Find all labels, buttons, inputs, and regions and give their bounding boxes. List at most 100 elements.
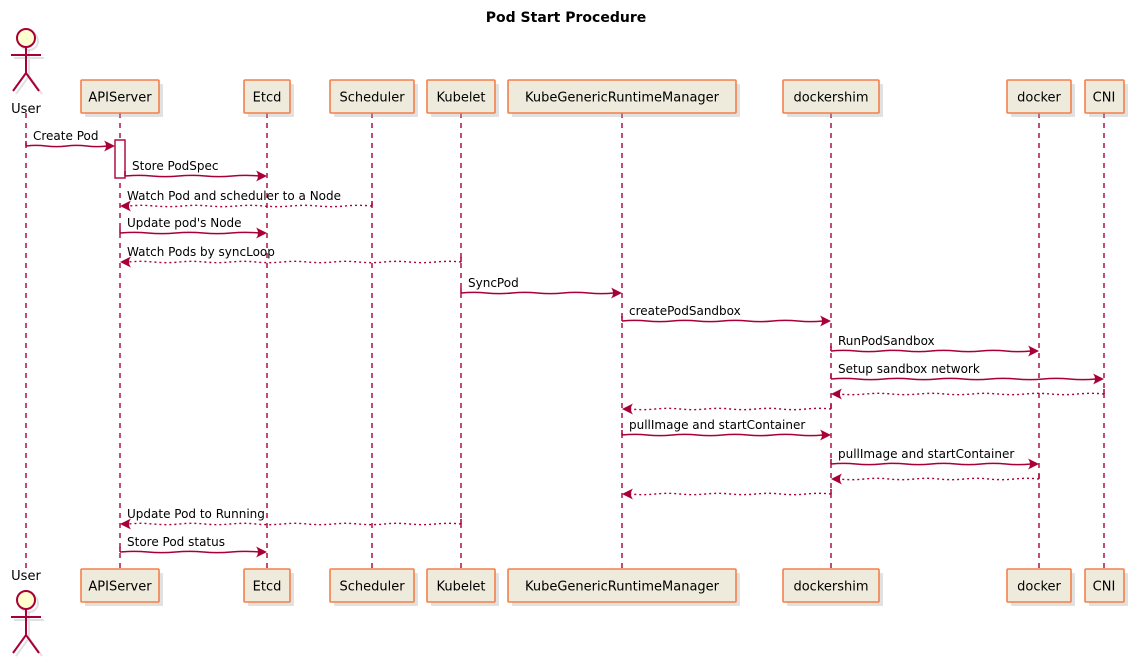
participant-docker-bottom[interactable]: docker — [1006, 568, 1075, 606]
message-line — [621, 433, 824, 437]
message-arrowhead — [104, 140, 115, 152]
participant-label-docker: docker — [1017, 580, 1061, 595]
message-label: SyncPod — [468, 276, 519, 290]
message-arrowhead — [611, 287, 622, 299]
actor-label-user: User — [11, 102, 41, 117]
message-label: Watch Pods by syncLoop — [127, 245, 275, 259]
participant-box — [782, 568, 880, 603]
participant-boxes-bottom: APIServer Etcd Scheduler Kubelet KubeGeneric… — [80, 568, 1128, 606]
message-1-user-to-apiserver[interactable]: Create Pod — [25, 129, 115, 152]
message-line — [460, 291, 615, 295]
participant-box — [80, 568, 160, 603]
message-line — [629, 407, 832, 411]
message-line — [830, 462, 1032, 466]
participant-box — [1084, 79, 1125, 114]
message-line — [127, 260, 462, 264]
message-label: createPodSandbox — [629, 304, 741, 318]
message-arrowhead — [1093, 373, 1104, 385]
participant-kubelet-top[interactable]: Kubelet — [426, 79, 499, 117]
message-label: RunPodSandbox — [838, 334, 935, 348]
message-9-dockershim-to-cni[interactable]: Setup sandbox network — [830, 362, 1104, 385]
participant-dockershim-top[interactable]: dockershim — [782, 79, 883, 117]
message-label: pullImage and startContainer — [629, 418, 805, 432]
participant-dockershim-bottom[interactable]: dockershim — [782, 568, 883, 606]
message-arrowhead — [256, 227, 267, 239]
message-arrowhead — [256, 170, 267, 182]
participant-apiserver-bottom[interactable]: APIServer — [80, 568, 163, 606]
participant-label-docker: docker — [1017, 91, 1061, 106]
message-arrowhead — [1028, 345, 1039, 357]
actor-body-icon — [11, 47, 41, 92]
message-line — [621, 319, 824, 323]
message-label: Create Pod — [33, 129, 98, 143]
participant-docker-top[interactable]: docker — [1006, 79, 1075, 117]
message-arrowhead — [831, 388, 842, 400]
participant-apiserver-top[interactable]: APIServer — [80, 79, 163, 117]
participant-kgrm-top[interactable]: KubeGenericRuntimeManager — [507, 79, 740, 117]
participant-label-dockershim: dockershim — [793, 91, 868, 106]
participant-box — [782, 79, 880, 114]
message-8-dockershim-to-docker[interactable]: RunPodSandbox — [830, 334, 1039, 357]
message-7-kgrm-to-dockershim[interactable]: createPodSandbox — [621, 304, 831, 327]
activation-bar-apiserver — [114, 139, 126, 179]
message-line — [838, 477, 1040, 481]
participant-label-dockershim: dockershim — [793, 580, 868, 595]
message-17-apiserver-to-etcd[interactable]: Store Pod status — [119, 535, 267, 558]
message-label: Store PodSpec — [132, 159, 219, 173]
message-label: Store Pod status — [127, 535, 225, 549]
message-arrowhead — [256, 546, 267, 558]
actor-user-bottom[interactable]: User — [11, 569, 44, 657]
message-12-kgrm-to-dockershim[interactable]: pullImage and startContainer — [621, 418, 831, 441]
actor-head-icon — [16, 590, 36, 610]
participant-kgrm-bottom[interactable]: KubeGenericRuntimeManager — [507, 568, 740, 606]
participant-label-cni: CNI — [1093, 91, 1116, 106]
message-15-dockershim-to-kgrm[interactable] — [622, 488, 832, 500]
message-arrowhead — [1028, 458, 1039, 470]
actor-user-top[interactable]: User — [11, 28, 44, 117]
participant-cni-top[interactable]: CNI — [1084, 79, 1128, 117]
participant-box — [329, 568, 415, 603]
message-4-apiserver-to-etcd[interactable]: Update pod's Node — [119, 216, 267, 239]
participant-box — [507, 568, 737, 603]
participant-box — [426, 79, 496, 114]
activations-group — [114, 139, 126, 179]
participant-box — [243, 568, 291, 603]
message-3-scheduler-to-apiserver[interactable]: Watch Pod and scheduler to a Node — [120, 189, 373, 212]
message-6-kubelet-to-kgrm[interactable]: SyncPod — [460, 276, 622, 299]
message-5-kubelet-to-apiserver[interactable]: Watch Pods by syncLoop — [120, 245, 462, 268]
participant-label-apiserver: APIServer — [88, 580, 152, 595]
participant-box — [80, 79, 160, 114]
message-line — [127, 522, 462, 526]
actor-label-user: User — [11, 569, 41, 584]
message-2-apiserver-to-etcd[interactable]: Store PodSpec — [124, 159, 267, 182]
message-line — [838, 392, 1105, 396]
participant-scheduler-bottom[interactable]: Scheduler — [329, 568, 418, 606]
message-arrowhead — [120, 256, 131, 268]
participant-cni-bottom[interactable]: CNI — [1084, 568, 1128, 606]
message-arrowhead — [120, 200, 131, 212]
participant-label-etcd: Etcd — [253, 580, 282, 595]
participant-box — [507, 79, 737, 114]
participant-kubelet-bottom[interactable]: Kubelet — [426, 568, 499, 606]
message-arrowhead — [622, 403, 633, 415]
message-arrowhead — [831, 473, 842, 485]
participant-scheduler-top[interactable]: Scheduler — [329, 79, 418, 117]
participant-boxes-top: APIServer Etcd Scheduler Kubelet KubeGeneric… — [80, 79, 1128, 117]
participant-box — [1084, 568, 1125, 603]
page-title: Pod Start Procedure — [486, 10, 646, 26]
participant-label-kubelet: Kubelet — [436, 91, 485, 106]
message-label: Setup sandbox network — [838, 362, 980, 376]
message-10-cni-to-dockershim[interactable] — [831, 388, 1105, 400]
participant-box — [329, 79, 415, 114]
participant-etcd-bottom[interactable]: Etcd — [243, 568, 294, 606]
message-14-docker-to-dockershim[interactable] — [831, 473, 1040, 485]
message-16-kubelet-to-apiserver[interactable]: Update Pod to Running — [120, 507, 462, 530]
participant-box — [243, 79, 291, 114]
participant-etcd-top[interactable]: Etcd — [243, 79, 294, 117]
message-11-dockershim-to-kgrm[interactable] — [622, 403, 832, 415]
message-13-dockershim-to-docker[interactable]: pullImage and startContainer — [830, 447, 1039, 470]
participant-label-kubelet: Kubelet — [436, 580, 485, 595]
